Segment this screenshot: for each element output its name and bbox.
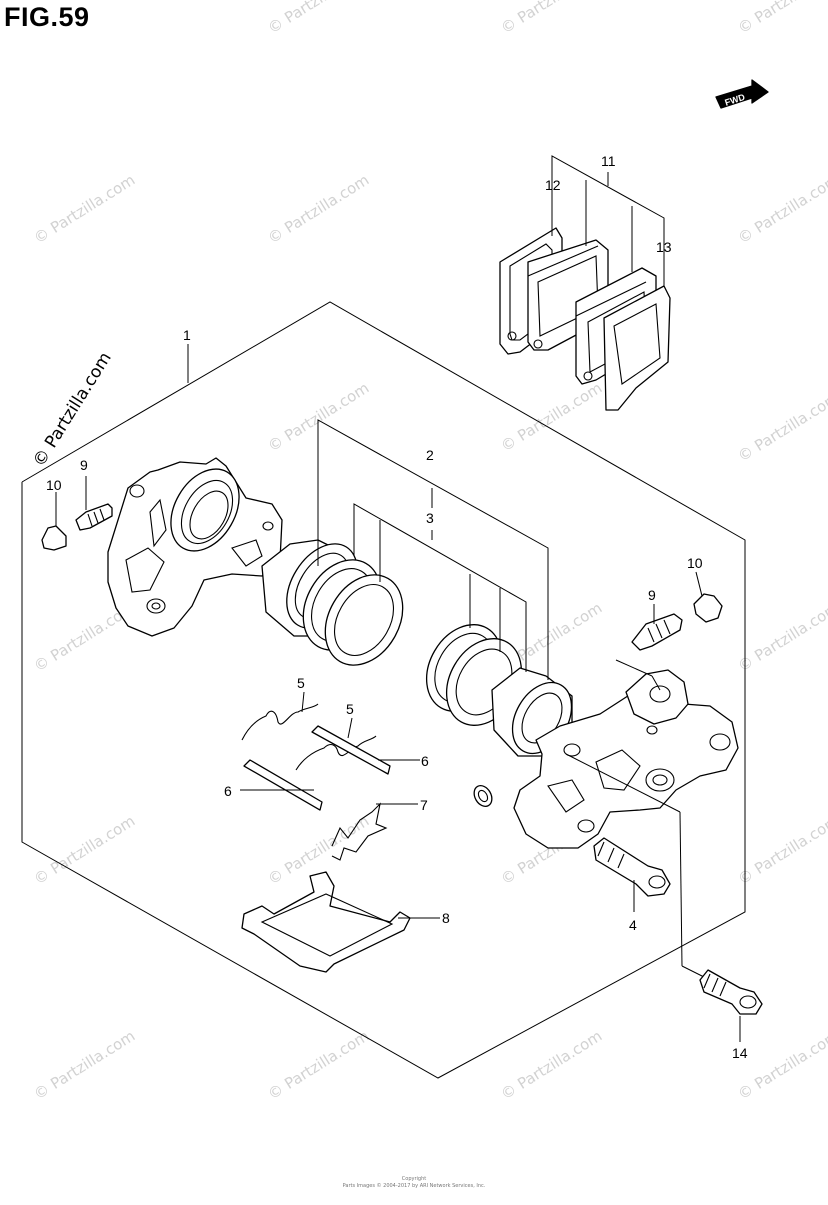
bleeder-cap-left (41, 525, 67, 551)
callout-6: 6 (224, 783, 232, 799)
watermark: © Partzilla.com (735, 0, 828, 37)
watermark: © Partzilla.com (735, 389, 828, 466)
bleeder-valve-left (75, 503, 113, 531)
brake-pad-set (499, 155, 671, 411)
dust-seal-left (324, 574, 404, 666)
watermark: © Partzilla.com (265, 171, 373, 248)
caliper-half-right (513, 659, 739, 979)
callout-11: 11 (601, 153, 616, 169)
caliper-half-left (107, 457, 283, 637)
watermark: © Partzilla.com (31, 171, 139, 248)
callout-7: 7 (420, 797, 428, 813)
watermark: © Partzilla.com (735, 1027, 828, 1104)
callout-leaders (55, 476, 741, 1042)
footer-line: Parts Images © 2004-2017 by ARI Network … (342, 1183, 486, 1189)
callout-13: 13 (656, 239, 672, 255)
callout-labels: 1 2 3 4 5 5 6 6 7 8 9 9 10 10 11 12 13 1… (46, 153, 748, 1061)
pad-retaining-clip-upper (241, 703, 319, 741)
pad-pin-upper (311, 725, 391, 775)
figure-title: FIG.59 (4, 2, 90, 32)
footer-line: Copyright (401, 1176, 427, 1182)
watermark: © Partzilla.com (265, 1027, 373, 1104)
watermark: © Partzilla.com (498, 1027, 606, 1104)
caliper-assembly-outline (21, 301, 746, 1079)
callout-8: 8 (442, 910, 450, 926)
callout-3: 3 (426, 510, 434, 526)
watermark: © Partzilla.com (735, 599, 828, 676)
watermark: © Partzilla.com (265, 0, 373, 37)
pad-spring (331, 802, 388, 861)
watermark: © Partzilla.com (498, 0, 606, 37)
watermark: © Partzilla.com (735, 171, 828, 248)
callout-1: 1 (183, 327, 191, 343)
pad-pin-lower (243, 759, 323, 811)
callout-10: 10 (687, 555, 703, 571)
callout-12: 12 (545, 177, 561, 193)
pad-shim-inner (603, 285, 671, 411)
copyright-footer: Copyright Parts Images © 2004-2017 by AR… (0, 1176, 828, 1190)
watermark: © Partzilla.com (31, 1027, 139, 1104)
callout-5: 5 (297, 675, 305, 691)
callout-2: 2 (426, 447, 434, 463)
pad-retaining-clip-lower (295, 735, 377, 771)
caliper-bolt (593, 837, 671, 897)
callout-9: 9 (80, 457, 88, 473)
caliper-cover (241, 871, 411, 973)
callout-6: 6 (421, 753, 429, 769)
bleeder-cap-right (693, 593, 723, 623)
fwd-direction-icon: FWD (715, 79, 769, 109)
mounting-bolt (699, 969, 763, 1015)
callout-4: 4 (629, 917, 637, 933)
watermark: © Partzilla.com (735, 812, 828, 889)
bleeder-valve-right (631, 613, 683, 651)
callout-5: 5 (346, 701, 354, 717)
o-ring (473, 785, 493, 807)
callout-9: 9 (648, 587, 656, 603)
callout-10: 10 (46, 477, 62, 493)
callout-14: 14 (732, 1045, 748, 1061)
watermark: © Partzilla.com (498, 379, 606, 456)
callout-leaders-2-3 (317, 419, 549, 680)
